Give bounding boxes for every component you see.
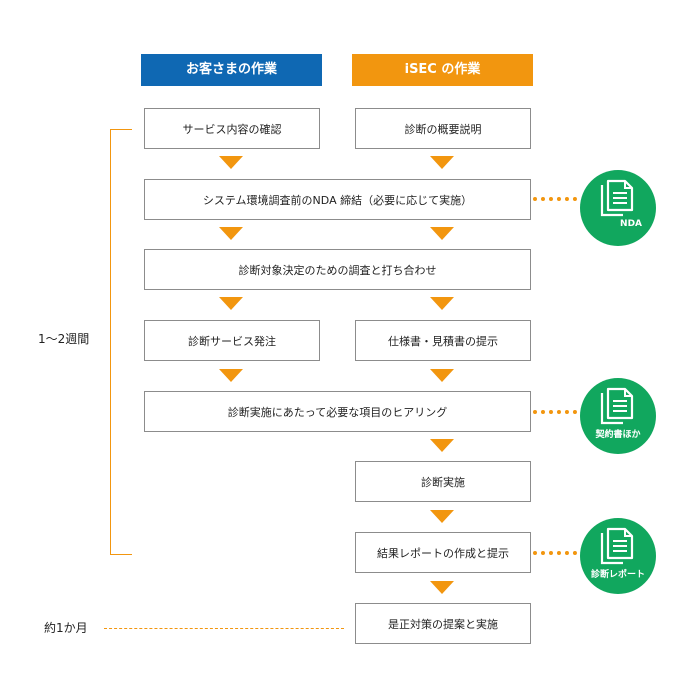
step-remedy: 是正対策の提案と実施: [355, 603, 531, 644]
arrow-down-icon: [219, 369, 243, 382]
step-report: 結果レポートの作成と提示: [355, 532, 531, 573]
step-order: 診断サービス発注: [144, 320, 320, 361]
duration-month-label: 約1か月: [44, 621, 88, 635]
step-overview: 診断の概要説明: [355, 108, 531, 149]
arrow-down-icon: [430, 369, 454, 382]
connector-dots: [533, 551, 577, 555]
document-icon: [600, 387, 634, 425]
arrow-down-icon: [219, 227, 243, 240]
duration-bracket: [110, 129, 132, 555]
arrow-down-icon: [219, 156, 243, 169]
step-execute: 診断実施: [355, 461, 531, 502]
contract-document-badge: 契約書ほか: [580, 378, 656, 454]
arrow-down-icon: [430, 439, 454, 452]
arrow-down-icon: [219, 297, 243, 310]
arrow-down-icon: [430, 510, 454, 523]
arrow-down-icon: [430, 297, 454, 310]
step-survey: 診断対象決定のための調査と打ち合わせ: [144, 249, 531, 290]
connector-dots: [533, 197, 577, 201]
arrow-down-icon: [430, 581, 454, 594]
customer-column-header: お客さまの作業: [141, 54, 322, 86]
document-icon: [600, 179, 634, 217]
step-hearing: 診断実施にあたって必要な項目のヒアリング: [144, 391, 531, 432]
document-label: 契約書ほか: [595, 430, 641, 440]
step-spec: 仕様書・見積書の提示: [355, 320, 531, 361]
duration-dashed-line: [104, 628, 344, 629]
report-document-badge: 診断レポート: [580, 518, 656, 594]
arrow-down-icon: [430, 227, 454, 240]
isec-column-header: iSEC の作業: [352, 54, 533, 86]
document-icon: [600, 527, 634, 565]
connector-dots: [533, 410, 577, 414]
arrow-down-icon: [430, 156, 454, 169]
nda-document-badge: NDA: [580, 170, 656, 246]
step-confirm-service: サービス内容の確認: [144, 108, 320, 149]
duration-weeks-label: 1〜2週間: [38, 332, 90, 346]
step-nda: システム環境調査前のNDA 締結（必要に応じて実施）: [144, 179, 531, 220]
document-label: NDA: [620, 219, 642, 229]
document-label: 診断レポート: [590, 570, 645, 580]
